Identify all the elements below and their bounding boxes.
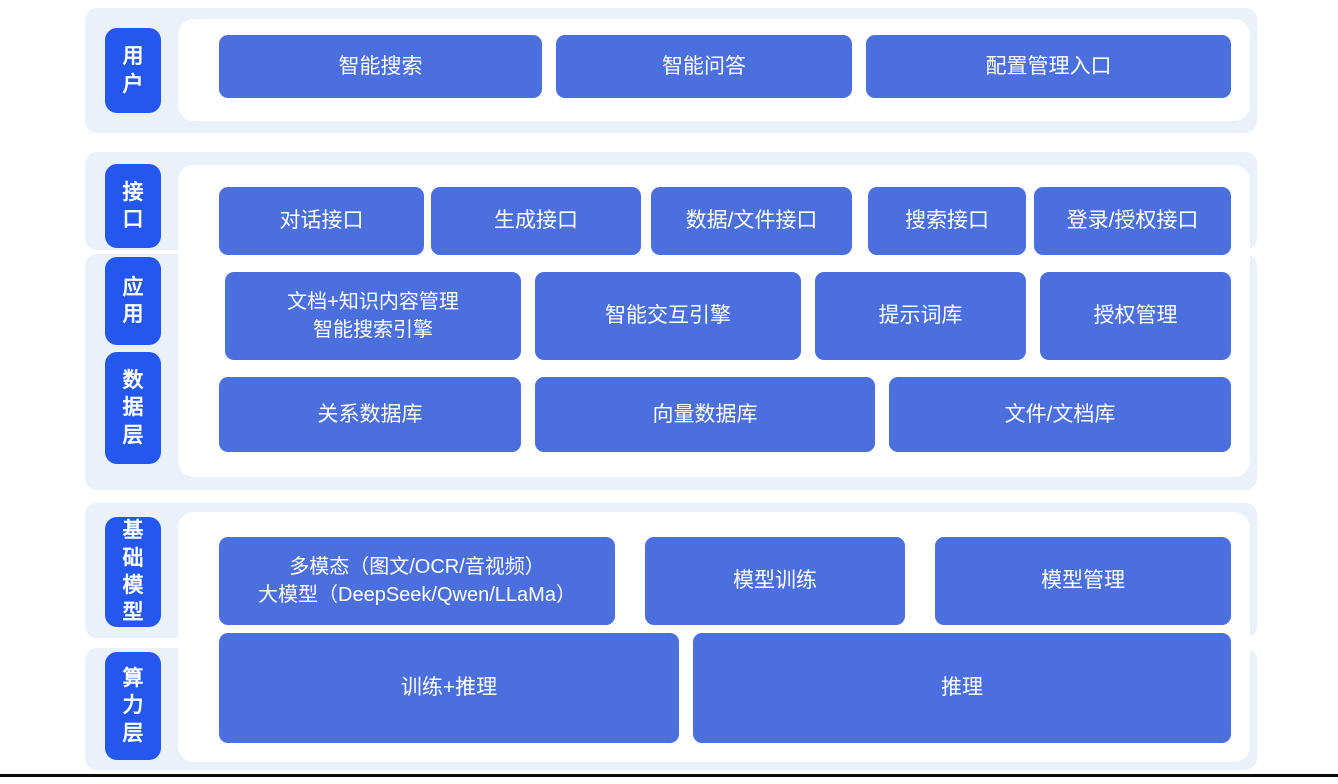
box-dialog-api: 对话接口: [219, 187, 424, 255]
bottom-divider-line: [0, 774, 1338, 777]
side-label-foundation-model: 基础模型: [105, 517, 161, 627]
box-smart-search-label: 智能搜索: [338, 54, 423, 78]
box-search-api-label: 搜索接口: [905, 209, 989, 233]
box-auth-management: 授权管理: [1040, 272, 1231, 360]
box-model-management-label: 模型管理: [1041, 569, 1125, 593]
box-relational-db-label: 关系数据库: [317, 402, 423, 426]
box-search-api: 搜索接口: [868, 187, 1026, 255]
box-multimodal-llm: 多模态（图文/OCR/音视频） 大模型（DeepSeek/Qwen/LLaMa）: [219, 537, 615, 625]
box-doc-knowledge-line1: 文档+知识内容管理: [287, 291, 459, 313]
box-login-auth-api: 登录/授权接口: [1034, 187, 1231, 255]
box-dialog-api-label: 对话接口: [279, 209, 364, 233]
box-doc-knowledge-line2: 智能搜索引擎: [313, 319, 433, 341]
box-model-management: 模型管理: [935, 537, 1231, 625]
side-label-interface: 接口: [105, 164, 161, 248]
side-label-foundation-model-text: 基础模型: [122, 519, 144, 625]
box-smart-search: 智能搜索: [219, 35, 542, 98]
box-file-doc-store-label: 文件/文档库: [1004, 402, 1116, 426]
box-relational-db: 关系数据库: [219, 377, 521, 452]
box-doc-knowledge-search-engine: 文档+知识内容管理 智能搜索引擎: [225, 272, 521, 360]
box-auth-management-label: 授权管理: [1093, 304, 1178, 328]
box-training-inference: 训练+推理: [219, 633, 679, 743]
box-prompt-library: 提示词库: [815, 272, 1026, 360]
box-training-inference-label: 训练+推理: [400, 676, 498, 700]
box-config-management-entry: 配置管理入口: [866, 35, 1231, 98]
side-label-user: 用户: [105, 28, 161, 113]
side-label-data-layer: 数据层: [105, 352, 161, 464]
box-smart-qa: 智能问答: [556, 35, 852, 98]
box-inference: 推理: [693, 633, 1231, 743]
box-data-file-api: 数据/文件接口: [651, 187, 852, 255]
box-interaction-engine-label: 智能交互引擎: [605, 304, 731, 328]
box-multimodal-llm-line2: 大模型（DeepSeek/Qwen/LLaMa）: [258, 584, 576, 606]
box-prompt-library-label: 提示词库: [878, 304, 963, 328]
box-vector-db: 向量数据库: [535, 377, 875, 452]
box-inference-label: 推理: [941, 676, 983, 700]
side-label-compute-layer: 算力层: [105, 652, 161, 760]
box-generation-api: 生成接口: [431, 187, 641, 255]
side-label-application: 应用: [105, 257, 161, 345]
box-smart-qa-label: 智能问答: [662, 54, 746, 78]
box-multimodal-llm-line1: 多模态（图文/OCR/音视频）: [289, 556, 545, 578]
side-label-compute-layer-text: 算力层: [122, 667, 144, 745]
box-generation-api-label: 生成接口: [494, 209, 578, 233]
box-vector-db-label: 向量数据库: [652, 402, 758, 426]
box-config-management-entry-label: 配置管理入口: [985, 54, 1112, 78]
box-interaction-engine: 智能交互引擎: [535, 272, 801, 360]
side-label-application-text: 应用: [122, 275, 144, 326]
side-label-interface-text: 接口: [122, 180, 144, 231]
box-data-file-api-label: 数据/文件接口: [685, 209, 818, 233]
box-model-training: 模型训练: [645, 537, 905, 625]
box-login-auth-api-label: 登录/授权接口: [1066, 209, 1199, 233]
box-model-training-label: 模型训练: [733, 569, 817, 593]
side-label-data-layer-text: 数据层: [122, 369, 144, 447]
side-label-user-text: 用户: [122, 45, 144, 96]
box-file-doc-store: 文件/文档库: [889, 377, 1231, 452]
